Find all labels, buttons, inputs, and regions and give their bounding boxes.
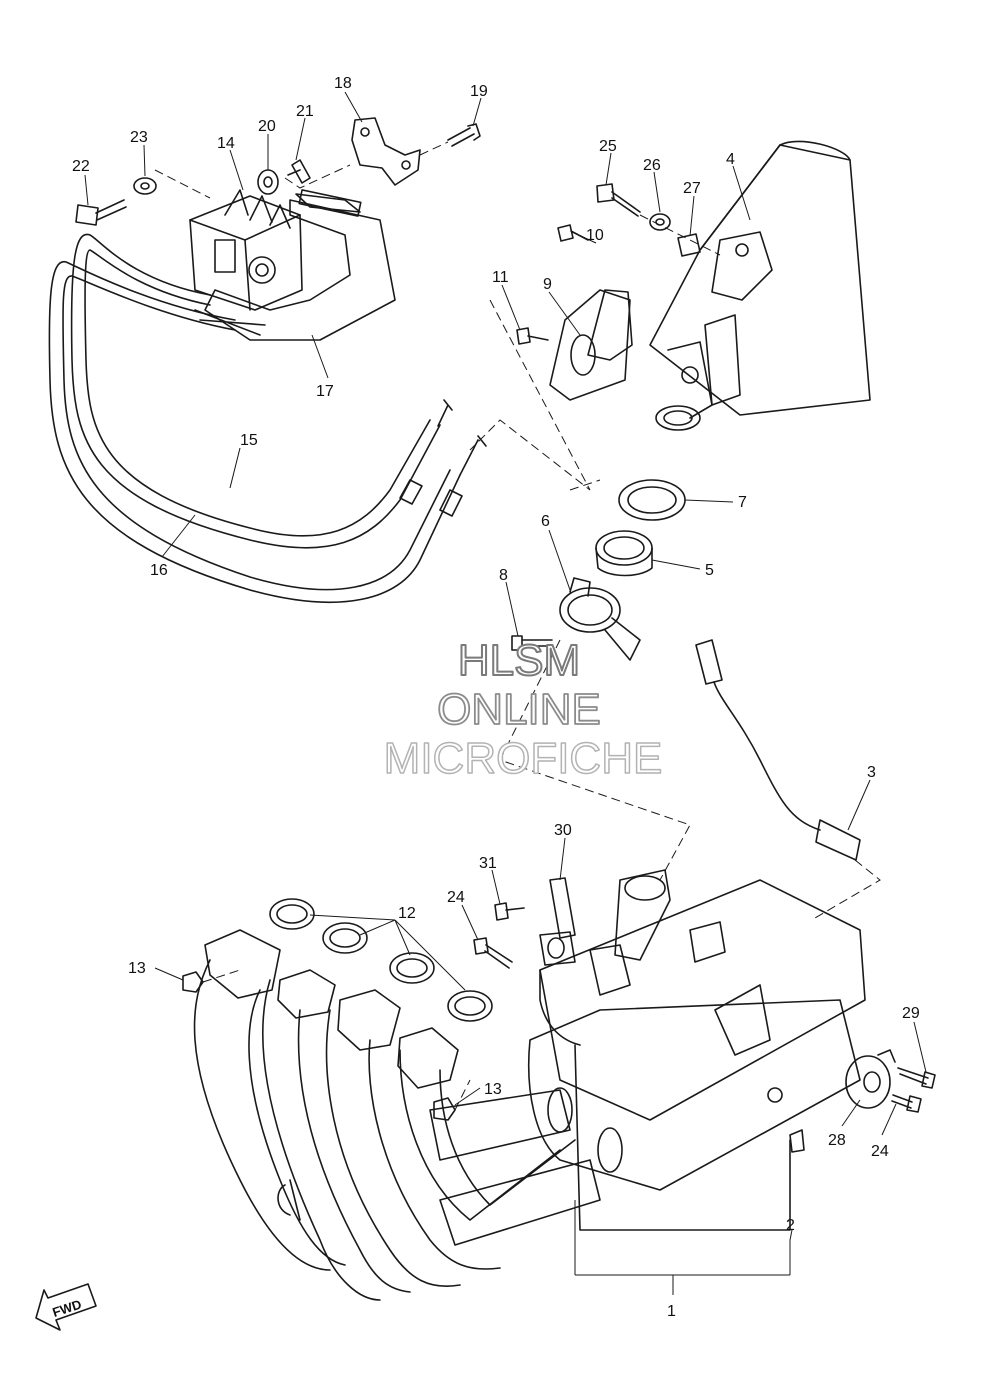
o2-sensor-3 bbox=[695, 639, 861, 861]
bolt-8 bbox=[511, 635, 553, 651]
heat-shield-9 bbox=[549, 289, 633, 401]
bolts-24-31 bbox=[473, 902, 525, 969]
leader-lines bbox=[84, 91, 927, 1295]
gasket-7 bbox=[618, 479, 686, 521]
callout-27: 27 bbox=[683, 180, 701, 197]
gaskets-12 bbox=[269, 898, 493, 1022]
callout-3: 3 bbox=[867, 764, 876, 781]
callout-12: 12 bbox=[398, 905, 416, 922]
callout-7: 7 bbox=[738, 494, 747, 511]
callout-16: 16 bbox=[150, 562, 168, 579]
exhaust-chamber bbox=[527, 869, 866, 1231]
callout-19: 19 bbox=[470, 83, 488, 100]
callout-11: 11 bbox=[492, 269, 509, 286]
nuts-13 bbox=[182, 971, 456, 1121]
callout-labels: 1 2 3 4 5 6 7 8 9 10 11 12 13 13 14 15 1… bbox=[72, 75, 920, 1320]
callout-2: 2 bbox=[786, 1217, 795, 1234]
callout-23: 23 bbox=[130, 129, 148, 146]
mount-28 bbox=[845, 1049, 896, 1109]
callout-15: 15 bbox=[240, 432, 258, 449]
fasteners-top-right bbox=[516, 183, 701, 345]
watermark-line-1: HLSM bbox=[458, 636, 580, 685]
callout-31: 31 bbox=[479, 855, 497, 872]
callout-24-right: 24 bbox=[871, 1143, 889, 1160]
assembly-guide-lines bbox=[154, 141, 881, 1111]
exhaust-header-pipes bbox=[193, 929, 623, 1301]
callout-18: 18 bbox=[334, 75, 352, 92]
gasket-5 bbox=[595, 530, 653, 577]
callout-28: 28 bbox=[828, 1132, 846, 1149]
callout-10: 10 bbox=[586, 227, 604, 244]
callout-17: 17 bbox=[316, 383, 334, 400]
callout-26: 26 bbox=[643, 157, 661, 174]
watermark: HLSM ONLINE MICROFICHE bbox=[383, 635, 663, 784]
watermark-line-2: ONLINE bbox=[437, 685, 601, 734]
clamp-6 bbox=[559, 577, 641, 661]
callout-14: 14 bbox=[217, 135, 235, 152]
callout-20: 20 bbox=[258, 118, 276, 135]
watermark-line-3: MICROFICHE bbox=[384, 734, 663, 783]
callout-21: 21 bbox=[296, 103, 314, 120]
callout-22: 22 bbox=[72, 158, 90, 175]
bracket-18 bbox=[351, 117, 421, 186]
callout-13-bottom: 13 bbox=[484, 1081, 502, 1098]
forward-direction-badge: FWD bbox=[35, 1283, 97, 1331]
callout-8: 8 bbox=[499, 567, 508, 584]
callout-6: 6 bbox=[541, 513, 550, 530]
callout-1: 1 bbox=[667, 1303, 676, 1320]
callout-4: 4 bbox=[726, 151, 735, 168]
callout-30: 30 bbox=[554, 822, 572, 839]
callout-24-center: 24 bbox=[447, 889, 465, 906]
callout-29: 29 bbox=[902, 1005, 920, 1022]
bracket-30 bbox=[539, 877, 576, 966]
throttle-cables bbox=[48, 233, 487, 604]
bolts-24-29 bbox=[891, 1067, 936, 1113]
callout-25: 25 bbox=[599, 138, 617, 155]
callout-9: 9 bbox=[543, 276, 552, 293]
callout-5: 5 bbox=[705, 562, 714, 579]
callout-13-top: 13 bbox=[128, 960, 146, 977]
